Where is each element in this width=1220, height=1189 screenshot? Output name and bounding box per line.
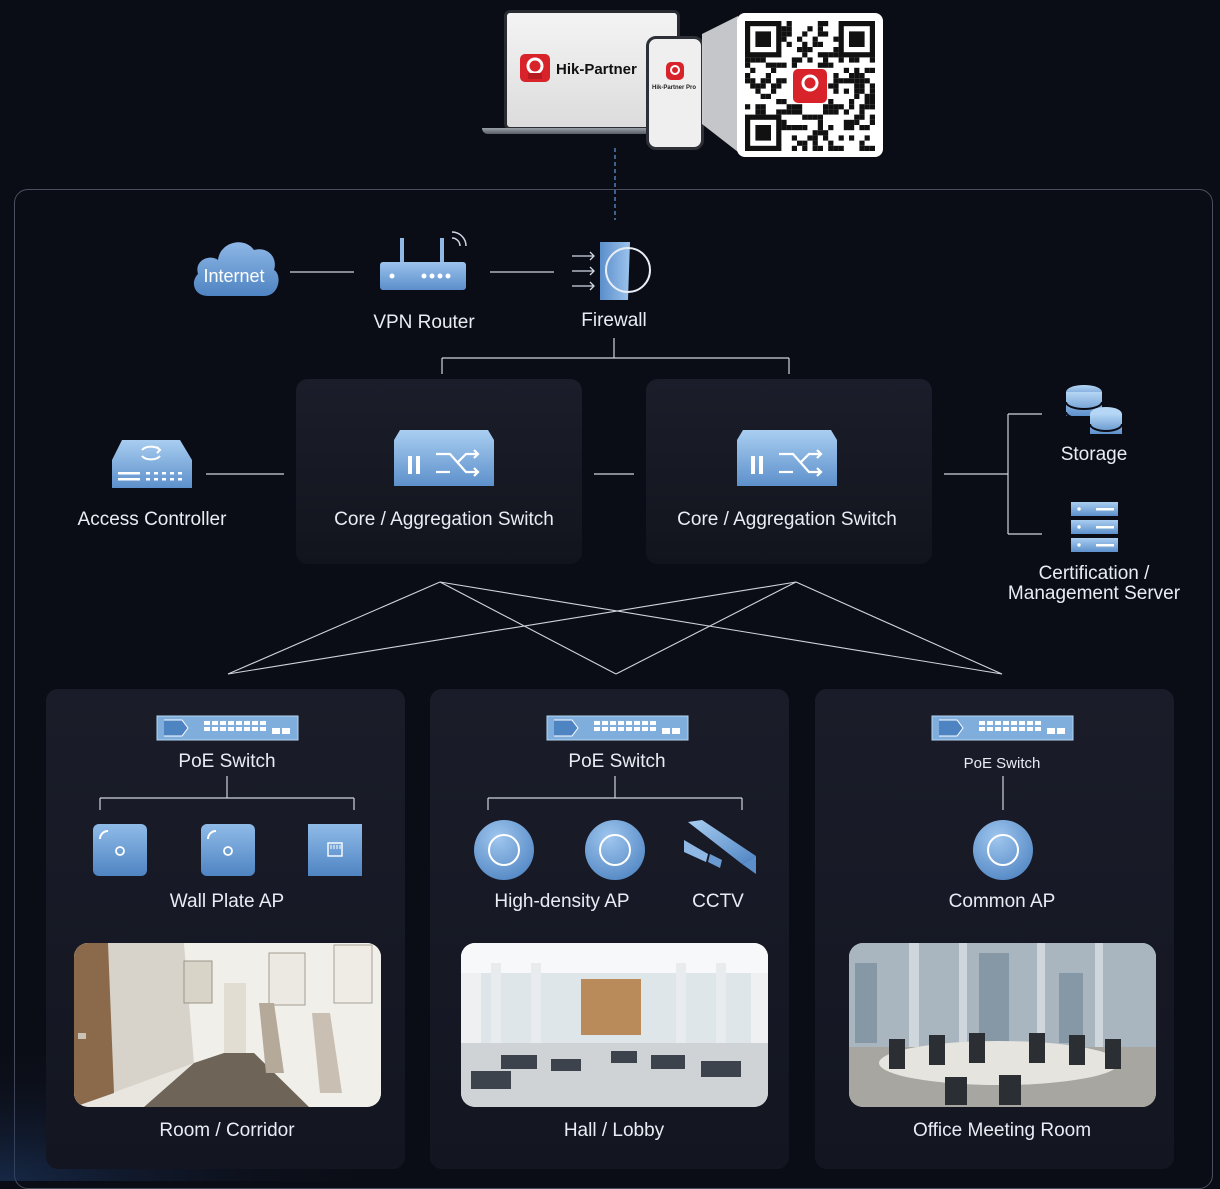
room-corridor-photo bbox=[74, 943, 381, 1107]
core-switch-left-icon bbox=[394, 430, 494, 486]
access-controller-icon bbox=[112, 440, 192, 488]
laptop-base bbox=[482, 128, 702, 134]
phone-mockup bbox=[646, 36, 704, 150]
internet-label: Internet bbox=[203, 266, 265, 286]
meeting-room-photo bbox=[849, 943, 1156, 1107]
storage-icon bbox=[1065, 385, 1123, 442]
core-switch-right-label: Core / Aggregation Switch bbox=[677, 509, 897, 530]
hall-lobby-label: Hall / Lobby bbox=[563, 1120, 665, 1141]
server-label-line2: Management Server bbox=[1007, 583, 1181, 604]
qr-code[interactable] bbox=[737, 13, 883, 157]
qr-code-pattern bbox=[745, 21, 875, 151]
link-ac-core bbox=[206, 473, 284, 475]
poe-switch-2-icon bbox=[546, 715, 689, 741]
poe-switch-1-icon bbox=[156, 715, 299, 741]
phone-qr-connector bbox=[702, 16, 738, 152]
meeting-room-label: Office Meeting Room bbox=[912, 1120, 1092, 1141]
poe-switch-3-icon bbox=[931, 715, 1074, 741]
high-density-ap-label: High-density AP bbox=[494, 891, 630, 912]
wall-plate-ap-icon bbox=[201, 824, 255, 876]
core-switch-left-label: Core / Aggregation Switch bbox=[334, 509, 554, 530]
hall-lobby-photo bbox=[461, 943, 768, 1107]
firewall-icon bbox=[572, 242, 651, 300]
link-internet-router bbox=[290, 271, 354, 273]
server-icon bbox=[1071, 502, 1118, 552]
firewall-label: Firewall bbox=[581, 310, 647, 331]
poe-switch-1-label: PoE Switch bbox=[178, 751, 276, 772]
ethernet-wall-plate-icon bbox=[308, 824, 362, 876]
core-switch-right-icon bbox=[737, 430, 837, 486]
common-ap-icon bbox=[973, 820, 1033, 880]
room-corridor-label: Room / Corridor bbox=[159, 1120, 295, 1141]
wall-plate-ap-label: Wall Plate AP bbox=[169, 891, 285, 912]
dotted-connection-line bbox=[614, 148, 616, 220]
wall-plate-ap-icon bbox=[93, 824, 147, 876]
firewall-to-core-bracket bbox=[441, 338, 790, 374]
link-core-core bbox=[594, 473, 634, 475]
cctv-label: CCTV bbox=[692, 891, 744, 912]
core-to-storage-bracket bbox=[944, 413, 1042, 535]
hik-partner-mobile-icon bbox=[666, 62, 684, 80]
vpn-router-label: VPN Router bbox=[373, 312, 475, 333]
cloud-icon bbox=[193, 242, 279, 296]
zone1-bracket bbox=[99, 776, 355, 810]
cctv-camera-icon bbox=[684, 820, 756, 874]
zone2-bracket bbox=[487, 776, 743, 810]
server-label-line1: Certification / bbox=[1038, 563, 1150, 584]
poe-switch-2-label: PoE Switch bbox=[568, 751, 666, 772]
poe-switch-3-label: PoE Switch bbox=[963, 755, 1041, 772]
core-to-zone-links bbox=[227, 581, 1003, 675]
access-controller-label: Access Controller bbox=[77, 509, 227, 530]
zone3-link bbox=[1002, 776, 1004, 810]
hik-partner-app-icon bbox=[520, 54, 550, 82]
link-router-firewall bbox=[490, 271, 554, 273]
hik-partner-label: Hik-Partner bbox=[556, 61, 637, 78]
high-density-ap-icon bbox=[474, 820, 534, 880]
storage-label: Storage bbox=[1060, 444, 1128, 465]
high-density-ap-icon bbox=[585, 820, 645, 880]
hik-partner-mobile-label: Hik-Partner Pro bbox=[652, 85, 697, 91]
vpn-router-icon bbox=[380, 231, 467, 290]
common-ap-label: Common AP bbox=[948, 891, 1056, 912]
